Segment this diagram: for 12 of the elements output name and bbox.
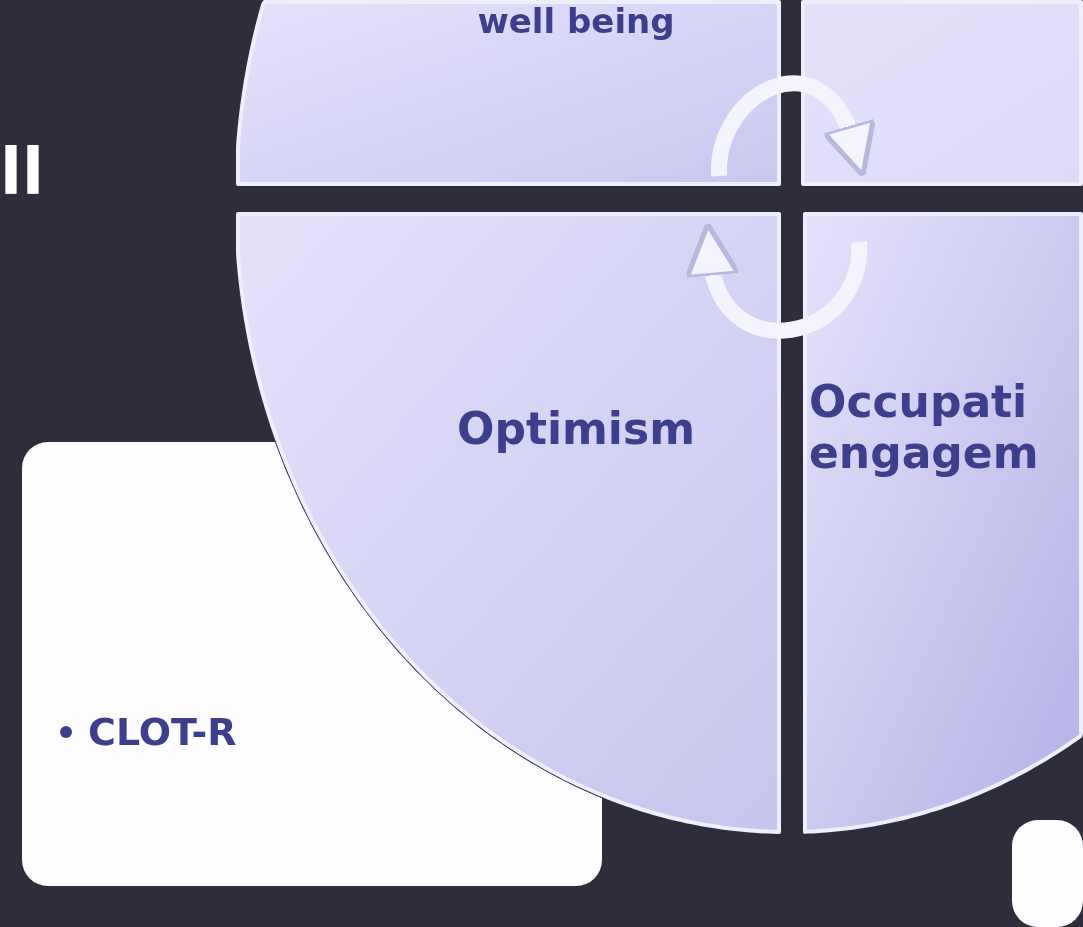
quadrant-segment bbox=[236, 0, 781, 186]
quadrant-segment bbox=[803, 212, 1083, 834]
list-item-text: CLOT-R bbox=[88, 710, 237, 754]
quadrant-segment bbox=[236, 212, 781, 834]
segment-label: well being bbox=[476, 2, 676, 42]
heading-fragment: ll bbox=[0, 140, 44, 204]
quadrant-segment bbox=[801, 0, 1083, 186]
cycle-arrow bbox=[686, 222, 867, 339]
segment-label: Occupati engagem bbox=[809, 377, 1040, 479]
segment-label: Optimism bbox=[456, 404, 696, 455]
card-panel bbox=[1012, 820, 1083, 927]
cycle-arrow bbox=[711, 75, 874, 177]
